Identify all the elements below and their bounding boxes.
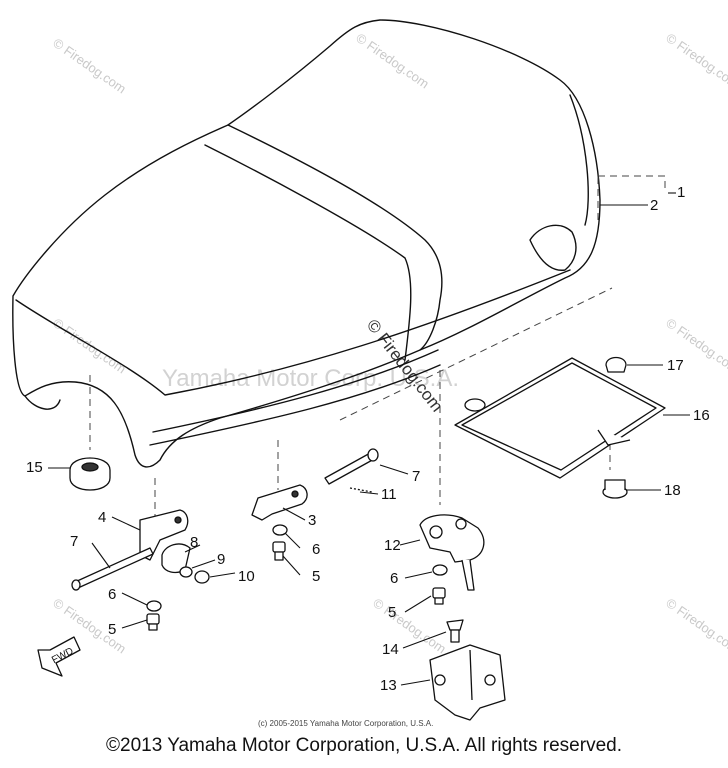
pin-part-7-left bbox=[71, 547, 154, 591]
part-label-17: 17 bbox=[667, 357, 684, 374]
center-watermark: Yamaha Motor Corp. U.S.A. bbox=[162, 365, 459, 392]
forward-arrow-icon: FWD bbox=[37, 636, 81, 677]
part-label-7-left: 7 bbox=[70, 533, 78, 550]
diagram-copyright: (c) 2005-2015 Yamaha Motor Corporation, … bbox=[258, 719, 433, 728]
knob-part-18 bbox=[602, 479, 628, 499]
part-labels: 1 2 3 4 5 5 5 6 6 6 7 7 8 9 10 11 12 13 … bbox=[26, 184, 710, 694]
bracket-part-4 bbox=[139, 509, 189, 561]
svg-text:© Firedog.com: © Firedog.com bbox=[663, 595, 728, 656]
part-label-6-center: 6 bbox=[312, 541, 320, 558]
hinge-part-13 bbox=[429, 644, 506, 721]
footer-copyright: ©2013 Yamaha Motor Corporation, U.S.A. A… bbox=[106, 735, 622, 756]
nut-part-10 bbox=[194, 570, 210, 584]
svg-text:© Firedog.com: © Firedog.com bbox=[663, 30, 728, 91]
svg-text:© Firedog.com: © Firedog.com bbox=[50, 35, 129, 96]
part-label-9: 9 bbox=[217, 551, 225, 568]
latch-part-12 bbox=[419, 514, 485, 591]
part-label-5-right: 5 bbox=[388, 604, 396, 621]
cotter-pin-part-11 bbox=[349, 487, 373, 493]
part-label-3: 3 bbox=[308, 512, 316, 529]
part-label-2: 2 bbox=[650, 197, 658, 214]
pin-part-7-right bbox=[324, 448, 379, 485]
part-label-5-left: 5 bbox=[108, 621, 116, 638]
part-label-6-right: 6 bbox=[390, 570, 398, 587]
part-label-5-center: 5 bbox=[312, 568, 320, 585]
washer-part-6-center bbox=[272, 524, 288, 536]
part-label-16: 16 bbox=[693, 407, 710, 424]
part-label-11: 11 bbox=[381, 486, 397, 503]
part-label-6-left: 6 bbox=[108, 586, 116, 603]
bolt-part-5-center bbox=[272, 541, 286, 561]
hardware-parts: FWD bbox=[37, 356, 666, 721]
part-label-12: 12 bbox=[384, 537, 401, 554]
seat-assembly bbox=[12, 19, 601, 468]
part-label-7-right: 7 bbox=[412, 468, 420, 485]
part-label-15: 15 bbox=[26, 459, 43, 476]
washer-part-9 bbox=[179, 566, 193, 578]
bolt-part-5-left bbox=[146, 613, 160, 631]
part-label-8: 8 bbox=[190, 534, 198, 551]
part-label-13: 13 bbox=[380, 677, 397, 694]
svg-text:© Firedog.com: © Firedog.com bbox=[50, 315, 129, 376]
part-label-10: 10 bbox=[238, 568, 255, 585]
part-label-14: 14 bbox=[382, 641, 399, 658]
reference-lines bbox=[89, 175, 666, 520]
screw-part-14 bbox=[446, 619, 464, 643]
watermark-group: © Firedog.com © Firedog.com © Firedog.co… bbox=[50, 30, 728, 656]
washer-part-6-right bbox=[432, 564, 448, 576]
washer-part-6-left bbox=[146, 600, 162, 612]
part-label-1: 1 bbox=[677, 184, 685, 201]
bolt-part-5-right bbox=[432, 587, 446, 605]
leader-lines bbox=[48, 192, 690, 686]
cap-part-17 bbox=[605, 356, 627, 373]
part-label-18: 18 bbox=[664, 482, 681, 499]
tray-part-16 bbox=[454, 357, 666, 479]
svg-text:© Firedog.com: © Firedog.com bbox=[353, 30, 432, 91]
part-label-4: 4 bbox=[98, 509, 106, 526]
bracket-part-3 bbox=[251, 484, 308, 521]
cushion-part-15 bbox=[69, 457, 111, 491]
